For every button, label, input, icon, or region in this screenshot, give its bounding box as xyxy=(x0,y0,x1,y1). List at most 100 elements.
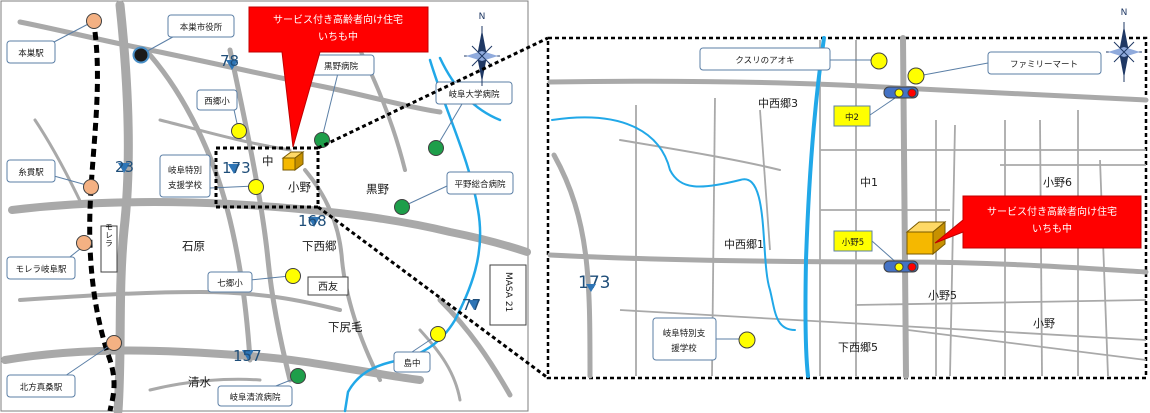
route-number-173: 173 xyxy=(222,159,251,177)
detail-area-ono6: 小野6 xyxy=(1043,176,1072,189)
detail-area-labels: 中西郷3 中1 小野6 中西郷1 小野5 小野 下西郷5 xyxy=(724,96,1072,354)
overview-route-shields xyxy=(118,60,480,360)
headline-line2: いちも中 xyxy=(318,30,358,43)
area-label-shimizu: 清水 xyxy=(188,375,211,389)
callout-kurono-hospital: 黒野病院 xyxy=(324,61,359,72)
detail-north-label: N xyxy=(1121,8,1128,18)
area-label-ishihara: 石原 xyxy=(182,239,205,253)
detail-leader-lines xyxy=(716,59,989,340)
detail-stop-markers xyxy=(883,86,919,273)
area-label-shimonishigo: 下西郷 xyxy=(302,239,337,253)
morera-box xyxy=(100,225,118,273)
road-kurono-south xyxy=(303,168,382,382)
route-number-157: 157 xyxy=(233,347,262,365)
detail-area-naka1: 中1 xyxy=(860,176,878,189)
hospital-marker-seiryu xyxy=(290,368,306,384)
detail-area-shimonishigo5: 下西郷5 xyxy=(838,340,878,354)
route-shield-157 xyxy=(242,350,254,360)
route-number-168: 168 xyxy=(298,212,327,230)
detail-poi-markers xyxy=(738,52,925,349)
overview-map: 本巣駅 本巣市役所 黒野病院 西郷小 岐阜大学病院 糸貫駅 岐阜特別 支援学校 … xyxy=(0,0,531,413)
zoom-connectors xyxy=(317,36,549,380)
callout-special-school-line1-detail: 岐阜特別支 xyxy=(663,328,706,339)
road-173 xyxy=(147,52,253,363)
callout-family-mart: ファミリーマート xyxy=(1010,60,1078,70)
callout-kitakata-station: 北方真桑駅 xyxy=(20,382,63,393)
detail-area-nakanishigo1: 中西郷1 xyxy=(724,237,764,251)
detail-road-173 xyxy=(551,152,593,379)
detail-rivers xyxy=(551,36,826,378)
road-ishihara xyxy=(18,290,342,312)
detail-map: クスリのアオキ ファミリーマート 岐阜特別支 援学校 中2 小野5 xyxy=(546,8,1149,380)
callout-special-school-line1: 岐阜特別 xyxy=(168,165,202,176)
overview-landmark-boxes: モレラ 西友 MASA 21 xyxy=(100,223,527,326)
tag-naka2: 中2 xyxy=(845,112,859,123)
callout-shimanaka: 島中 xyxy=(403,358,420,369)
detail-road-west-link xyxy=(619,139,781,171)
callout-motosu-city-hall: 本巣市役所 xyxy=(180,22,223,33)
hospital-marker-hirano xyxy=(394,199,410,215)
callout-motosu-station: 本巣駅 xyxy=(18,48,44,59)
overview-callout-boxes xyxy=(6,14,514,407)
detail-callout-texts: クスリのアオキ ファミリーマート 岐阜特別支 援学校 xyxy=(663,56,1078,354)
station-marker-motosu xyxy=(86,13,102,29)
detail-headline-line2: いちも中 xyxy=(1032,222,1072,235)
school-marker-tokubetsu xyxy=(248,179,264,195)
detail-yellow-tags: 中2 小野5 xyxy=(833,105,873,252)
overview-markers xyxy=(76,13,446,384)
tag-ono5: 小野5 xyxy=(842,237,864,248)
detail-headline-callout: サービス付き高齢者向け住宅 いちも中 xyxy=(934,195,1142,249)
overview-area-labels: 中 小野 黒野 石原 下西郷 下尻毛 清水 xyxy=(182,154,389,389)
city-hall-marker xyxy=(132,46,150,64)
callout-nishigo-elementary: 西郷小 xyxy=(204,96,230,107)
route-shield-168 xyxy=(308,217,320,227)
road-route-77 xyxy=(437,297,513,398)
route-shield-23 xyxy=(118,163,130,173)
hospital-marker-kurono xyxy=(314,132,330,148)
detail-callout-boxes xyxy=(652,47,1102,361)
callout-special-school-line2: 支援学校 xyxy=(168,180,203,191)
station-marker-morera xyxy=(76,235,92,251)
overview-route-numbers: 78 23 173 168 77 157 xyxy=(115,52,481,365)
detail-area-nakanishigo3: 中西郷3 xyxy=(758,96,798,110)
route-shield-173 xyxy=(228,164,240,174)
detail-facility-cube xyxy=(905,220,947,256)
callout-itonuki-station: 糸貫駅 xyxy=(18,167,44,178)
callout-shichigo-elementary: 七郷小 xyxy=(217,278,243,289)
focus-area-rectangle xyxy=(214,146,320,209)
hospital-marker-gifu-univ xyxy=(428,140,444,156)
road-west-branch xyxy=(33,118,84,207)
route-number-78: 78 xyxy=(220,52,239,70)
station-marker-kitakata xyxy=(106,335,122,351)
callout-gifu-univ-hospital: 岐阜大学病院 xyxy=(448,89,500,100)
route-shield-77 xyxy=(468,300,480,310)
north-label: N xyxy=(479,12,486,22)
area-label-kurono: 黒野 xyxy=(366,182,389,196)
route-number-23: 23 xyxy=(115,158,134,176)
railway-line xyxy=(87,31,117,412)
area-label-shimoshirige: 下尻毛 xyxy=(328,320,363,334)
detail-headline-line1: サービス付き高齢者向け住宅 xyxy=(987,205,1117,218)
school-marker-shimanaka xyxy=(430,326,446,342)
callout-kusuri-no-aoki: クスリのアオキ xyxy=(735,56,794,66)
morera-box-label: モレラ xyxy=(105,223,114,247)
tag-naka2-box xyxy=(833,105,871,127)
callout-seiryu-hospital: 岐阜清流病院 xyxy=(229,392,281,403)
seiyu-box xyxy=(307,276,349,296)
seiyu-box-label: 西友 xyxy=(318,280,338,293)
river-east xyxy=(343,58,482,413)
marker-family-mart xyxy=(907,67,925,85)
overview-callout-texts: 本巣駅 本巣市役所 黒野病院 西郷小 岐阜大学病院 糸貫駅 岐阜特別 支援学校 … xyxy=(15,22,506,403)
area-label-ono: 小野 xyxy=(288,180,311,194)
school-marker-shichigo xyxy=(285,268,301,284)
callout-special-school-line2-detail: 援学校 xyxy=(671,343,697,354)
detail-river-main xyxy=(803,36,826,378)
detail-area-ono: 小野 xyxy=(1033,317,1055,330)
detail-route-number-173: 173 xyxy=(578,273,610,293)
station-marker-itonuki xyxy=(83,179,99,195)
marker-kusuri-no-aoki xyxy=(870,52,888,70)
headline-line1: サービス付き高齢者向け住宅 xyxy=(273,13,403,26)
callout-morera-gifu-station: モレラ岐阜駅 xyxy=(15,264,67,275)
marker-special-school-detail xyxy=(738,331,756,349)
route-shield-78 xyxy=(226,60,238,70)
